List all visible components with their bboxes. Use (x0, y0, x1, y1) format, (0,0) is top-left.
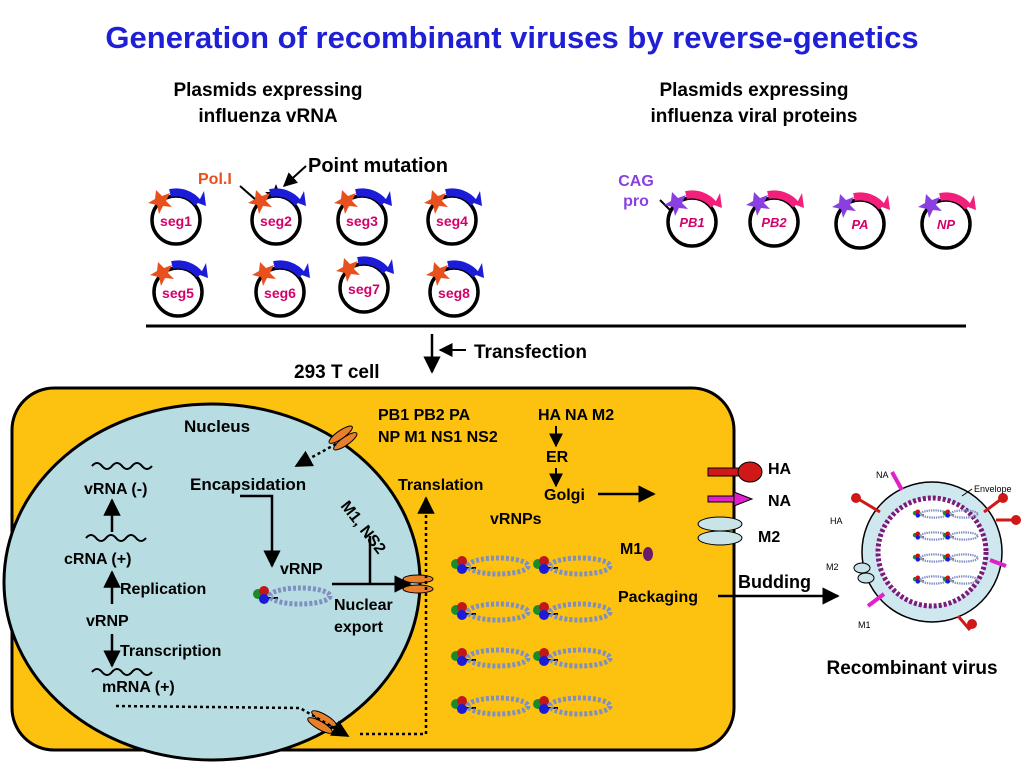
er-label: ER (546, 449, 569, 466)
virion-m1-label: M1 (858, 620, 871, 630)
segment-label: seg5 (162, 285, 194, 301)
segment-label: seg8 (438, 285, 470, 301)
virion-na-spike (866, 592, 886, 608)
encapsidation-arrow (240, 494, 281, 568)
virion-m2-label: M2 (826, 562, 839, 572)
virion-ha-spike (983, 493, 1008, 514)
recombinant-virion: NA Envelope HA M2 M1 (826, 470, 1021, 631)
translation-arrow (360, 496, 435, 736)
virion-ha-spike (851, 493, 881, 514)
vrna-header-line1: Plasmids expressing (173, 80, 362, 101)
import-arrow (294, 442, 337, 468)
segment-label: seg1 (160, 213, 192, 229)
virion-envelope-label: Envelope (974, 484, 1012, 494)
page-title: Generation of recombinant viruses by rev… (105, 20, 918, 55)
segment-plasmid: seg4 (424, 190, 482, 244)
vrnp-center-label: vRNP (280, 561, 323, 578)
segment-plasmid: seg5 (150, 262, 208, 316)
segment-label: seg2 (260, 213, 292, 229)
protein-plasmid: PB2 (746, 192, 804, 246)
virion-na-spike (989, 558, 1007, 568)
budding-label: Budding (738, 572, 811, 592)
mrna-wave (91, 668, 153, 676)
protein-label: PB1 (679, 215, 704, 230)
segment-plasmid: seg2 (248, 190, 306, 244)
recombinant-virus-label: Recombinant virus (826, 658, 997, 679)
point-mutation-arrow (282, 165, 307, 187)
nuclear-export-line2: export (334, 619, 384, 636)
proteins-line2: NP M1 NS1 NS2 (378, 429, 498, 446)
na-protein-icon (707, 491, 754, 507)
segment-plasmid: seg8 (426, 262, 484, 316)
pol-i-pointer (239, 185, 257, 201)
mrna-pos-label: mRNA (+) (102, 679, 175, 696)
virion-na-spike (890, 471, 904, 491)
protein-plasmid: NP (918, 194, 976, 248)
protein-label: PA (851, 217, 868, 232)
ha-protein-icon (707, 461, 763, 483)
segment-plasmid: seg6 (252, 262, 310, 316)
crna-wave (85, 534, 147, 542)
cag-label-line2: pro (623, 193, 649, 210)
virion-m2-channel (853, 562, 875, 584)
m2-protein-icon (697, 516, 743, 546)
mrna-export-arrow (115, 704, 350, 738)
virion-na-label: NA (876, 470, 889, 480)
protein-header-line1: Plasmids expressing (659, 80, 848, 101)
segment-plasmid: seg1 (148, 190, 206, 244)
protein-plasmid: PB1 (664, 192, 722, 246)
vrnp-left-label: vRNP (86, 613, 129, 630)
crna-pos-label: cRNA (+) (64, 551, 131, 568)
na-label: NA (768, 493, 792, 510)
nuclear-pore (328, 425, 358, 451)
m1-label: M1 (620, 541, 642, 558)
virion-ha-label: HA (830, 516, 843, 526)
protein-label: PB2 (761, 215, 787, 230)
vrna-wave (91, 462, 153, 470)
segment-plasmid: seg3 (334, 190, 392, 244)
virion-ha-spike (956, 615, 977, 631)
protein-label: NP (937, 217, 955, 232)
vrnps-label: vRNPs (490, 511, 542, 528)
protein-header-line2: influenza viral proteins (651, 106, 858, 127)
nucleus-label: Nucleus (184, 417, 250, 436)
ha-label: HA (768, 461, 792, 478)
vrna-neg-label: vRNA (-) (84, 481, 147, 498)
surface-proteins-label: HA NA M2 (538, 407, 614, 424)
segment-label: seg4 (436, 213, 468, 229)
point-mutation-label: Point mutation (308, 155, 448, 177)
cag-label-line1: CAG (618, 173, 654, 190)
packaging-label: Packaging (618, 589, 698, 606)
translation-label: Translation (398, 477, 483, 494)
segment-plasmid: seg7 (336, 258, 394, 312)
m1-protein-icon (643, 547, 653, 561)
golgi-label: Golgi (544, 487, 585, 504)
segment-label: seg6 (264, 285, 296, 301)
pol-i-label: Pol.I (198, 171, 232, 188)
segment-label: seg3 (346, 213, 378, 229)
cell-label: 293 T cell (294, 362, 380, 383)
replication-label: Replication (120, 581, 206, 598)
segment-label: seg7 (348, 281, 380, 297)
vrna-header-line2: influenza vRNA (198, 106, 338, 127)
transcription-label: Transcription (120, 643, 221, 660)
encapsidation-label: Encapsidation (190, 475, 306, 494)
transfection-label: Transfection (474, 342, 587, 363)
m2-label: M2 (758, 529, 780, 546)
proteins-line1: PB1 PB2 PA (378, 407, 471, 424)
nuclear-export-line1: Nuclear (334, 597, 393, 614)
protein-plasmid: PA (832, 194, 890, 248)
virion-ha-spike (996, 515, 1021, 525)
